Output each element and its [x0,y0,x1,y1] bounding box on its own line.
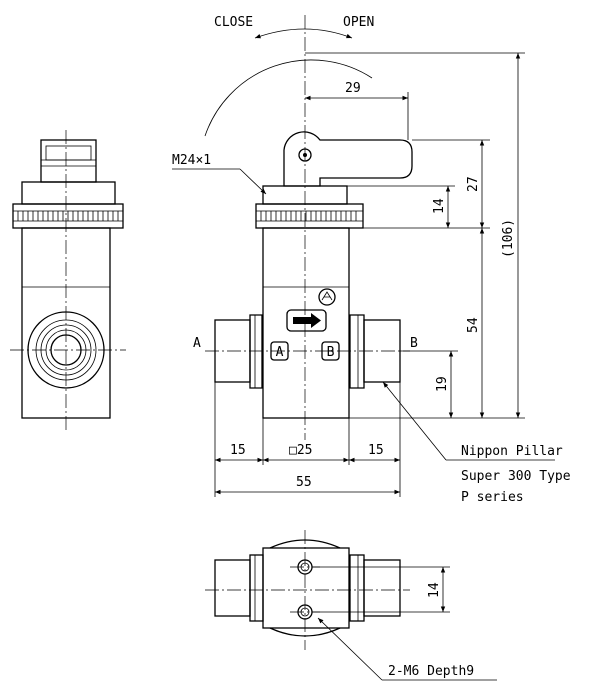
rotation-arc [204,59,373,137]
side-handle-slot [45,145,92,161]
dim-body-height: 54 [466,317,481,333]
port-a-label: A [193,336,201,351]
bottom-left-fitting [214,559,251,617]
close-label: CLOSE [214,15,253,30]
dim-left-fitting: 15 [230,443,246,458]
dim-overall-width: 55 [296,475,312,490]
brand-logo [318,288,336,306]
handle-lever[interactable] [283,131,413,187]
mount-holes-label: 2-M6 Depth9 [388,664,474,679]
right-fitting-flange [349,314,365,389]
front-knurl-pattern [256,210,363,222]
front-body [262,227,350,419]
side-neck [21,181,116,205]
side-knurl-pattern [13,210,123,222]
fitting-callout: Nippon Pillar Super 300 Type P series [382,381,571,505]
flow-arrow-icon [293,313,321,328]
fitting-name-line3: P series [461,490,524,505]
port-a-marker-label: A [276,345,284,360]
fitting-name-line2: Super 300 Type [461,469,571,484]
port-b-marker [321,341,340,361]
left-fitting-flange [249,314,263,389]
port-b-marker-label: B [327,345,335,360]
dim-port-center: 19 [435,376,450,392]
dim-top-to-body: 27 [466,176,481,192]
dim-overall-height: (106) [501,219,516,258]
bottom-right-fitting [363,559,401,617]
dim-right-fitting: 15 [368,443,384,458]
dim-handle-offset: 29 [345,81,361,96]
dim-hole-pitch: 14 [427,582,442,598]
fitting-name-line1: Nippon Pillar [461,444,563,459]
flow-arrow-box [286,309,327,332]
open-label: OPEN [343,15,374,30]
dimensions: 29 (106) 27 14 54 19 15 □25 15 [214,52,525,497]
thread-label: M24×1 [172,153,211,168]
dim-nut-height: 14 [432,198,447,214]
handle-pivot [298,148,312,162]
port-a-marker [270,341,289,361]
side-view [10,130,126,430]
front-view: A B A B CLOSE OPEN M24×1 [172,15,418,440]
front-knurled-nut [255,203,364,229]
dim-body-square: □25 [289,443,312,458]
close-open-arrow [254,28,353,39]
port-b-label: B [410,336,418,351]
bottom-view: 14 2-M6 Depth9 [205,530,497,681]
